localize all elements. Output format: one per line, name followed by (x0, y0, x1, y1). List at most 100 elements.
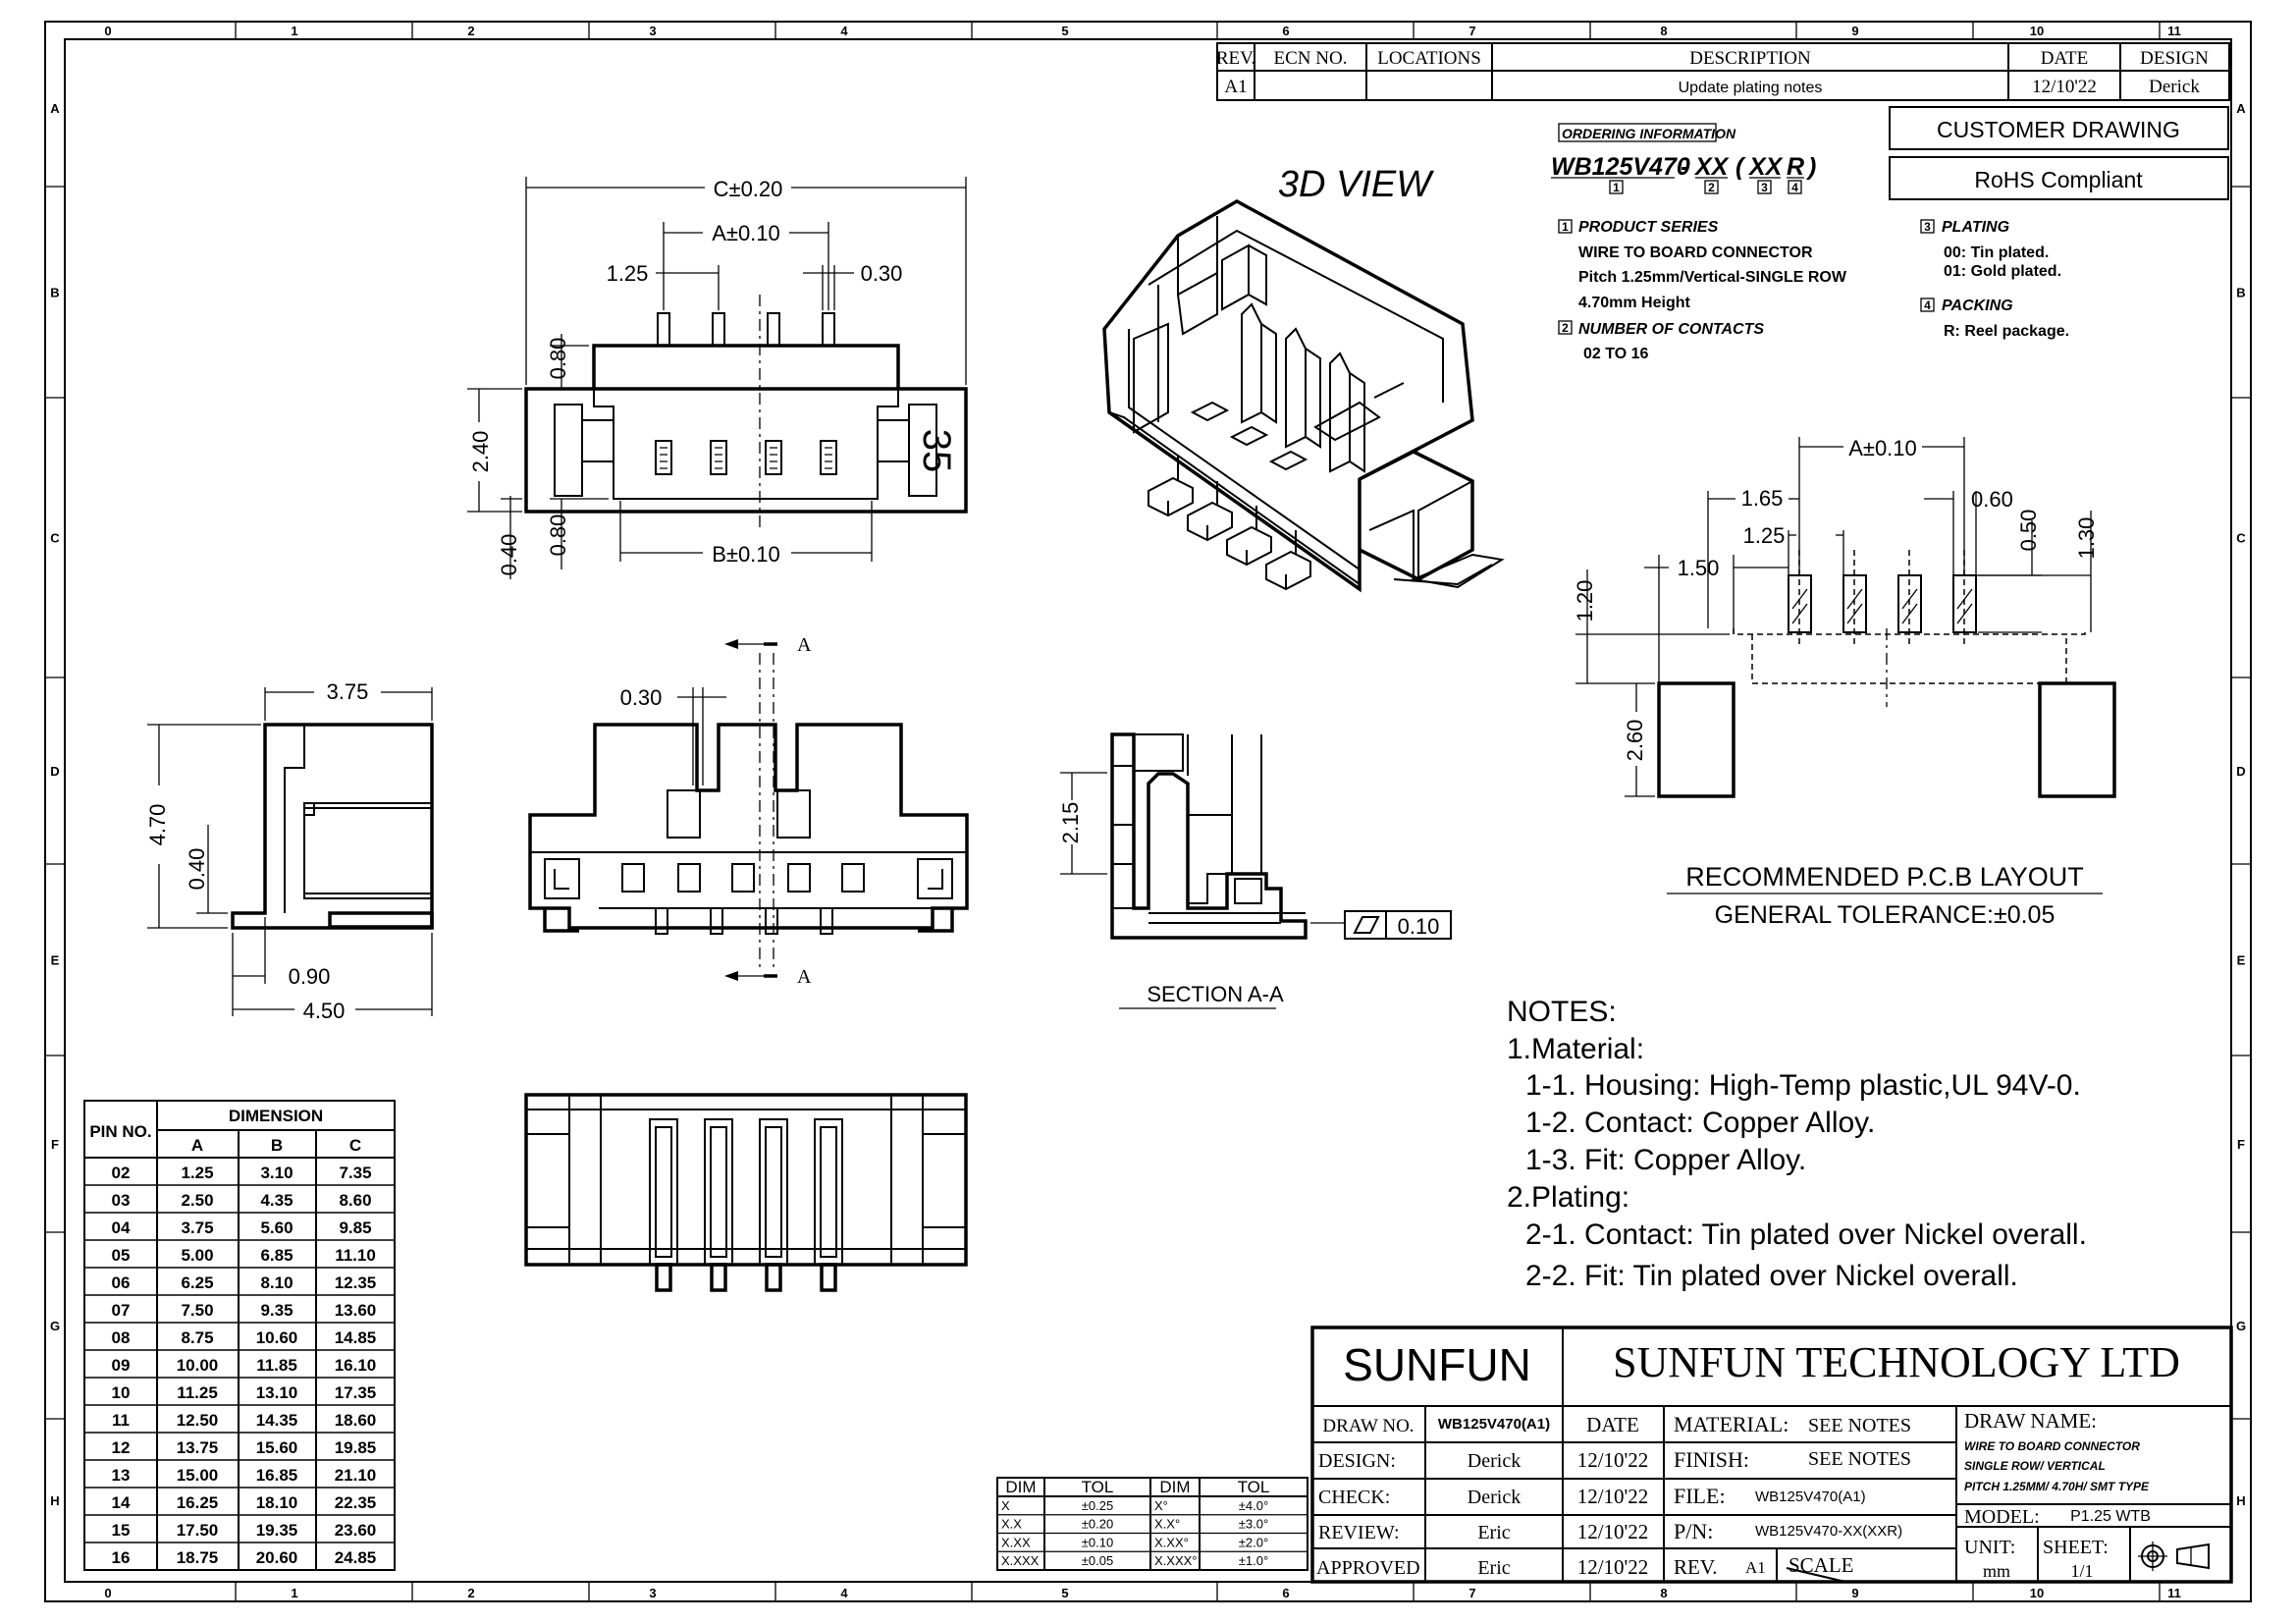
rohs-stamp: RoHS Compliant (1889, 156, 2229, 200)
dimension-table-cell: 9.35 (260, 1301, 293, 1320)
dim-0-80-bottom: 0.80 (546, 514, 570, 557)
zone-number-top: 4 (840, 24, 848, 38)
zone-number-top: 3 (649, 24, 656, 38)
contacts-title: NUMBER OF CONTACTS (1578, 321, 1764, 338)
tolerance-table-cell: ±0.20 (1082, 1517, 1113, 1532)
pin-no-header: PIN NO. (89, 1122, 151, 1141)
dimension-table-cell: 16.10 (335, 1356, 377, 1375)
dimension-table-cell: 11.25 (177, 1383, 218, 1402)
dimension-table-cell: 2.50 (181, 1191, 213, 1210)
ordering-paren-open: ( (1735, 153, 1746, 181)
dim-col-header-c: C (349, 1136, 361, 1155)
dimension-table-cell: 10.60 (256, 1328, 298, 1347)
packing-value: R: Reel package. (1944, 323, 2069, 340)
notes: NOTES: 1.Material: 1-1. Housing: High-Te… (1507, 996, 2087, 1292)
dimension-table-cell: 13.60 (335, 1301, 377, 1320)
flatness-value: 0.10 (1398, 914, 1440, 939)
pcb-dim-1-50: 1.50 (1678, 556, 1720, 580)
zone-letter-right: C (2236, 531, 2246, 546)
dimension-table-cell: 12 (112, 1438, 131, 1457)
dimension-table-cell: 15 (112, 1521, 131, 1540)
zone-number-bottom: 9 (1851, 1586, 1858, 1600)
dimension-table-cell: 10.00 (177, 1356, 219, 1375)
dimension-table-cell: 8.75 (181, 1328, 213, 1347)
dimension-table-cell: 10 (112, 1383, 131, 1402)
zone-number-top: 5 (1061, 24, 1068, 38)
pn-value: WB125V470-XX(XXR) (1755, 1523, 1902, 1540)
dimension-table-cell: 3.75 (181, 1218, 213, 1237)
rev-value: A1 (1745, 1558, 1766, 1577)
tolerance-header-cell: TOL (1238, 1478, 1270, 1496)
dimension-table-cell: 7.50 (181, 1301, 213, 1320)
dimension-table-cell: 15.60 (256, 1438, 298, 1457)
rev-header-design: DESIGN (2140, 48, 2209, 69)
approved-label: APPROVED (1316, 1557, 1420, 1579)
rev-header-locations: LOCATIONS (1377, 48, 1481, 69)
tolerance-table-cell: X.XXX° (1154, 1553, 1198, 1568)
notes-line-3: 1-2. Contact: Copper Alloy. (1525, 1107, 1875, 1139)
rev-header-ecn: ECN NO. (1274, 48, 1348, 69)
zone-number-top: 0 (104, 24, 111, 38)
plating-title: PLATING (1942, 219, 2009, 236)
section-view: 2.15 0.10 SECTION A-A (1058, 732, 1452, 1009)
zone-letter-left: C (50, 531, 60, 546)
zone-number-bottom: 3 (649, 1586, 656, 1600)
dimension-table-cell: 20.60 (256, 1548, 298, 1567)
dim-0-40: 0.40 (497, 534, 521, 576)
dimension-table-cell: 9.85 (339, 1218, 371, 1237)
section-arrow-a-top: A (797, 634, 812, 656)
isometric-view (1102, 198, 1505, 593)
dimension-table-cell: 04 (112, 1218, 131, 1237)
packing-title: PACKING (1942, 298, 2013, 314)
ordering-index-2: 2 (1708, 181, 1715, 194)
dimension-table-cell: 12.50 (177, 1411, 219, 1430)
dim-a-top: A±0.10 (712, 221, 780, 245)
check-value: Derick (1468, 1487, 1521, 1508)
zone-number-bottom: 8 (1660, 1586, 1667, 1600)
dimension-table-cell: 3.10 (260, 1164, 293, 1182)
tolerance-table-cell: ±0.10 (1082, 1535, 1113, 1549)
zone-letter-left: D (50, 764, 59, 779)
dimension-group-header: DIMENSION (229, 1107, 323, 1125)
dimension-table-cell: 8.60 (339, 1191, 371, 1210)
contacts-value: 02 TO 16 (1583, 346, 1649, 362)
zone-letter-left: F (51, 1137, 59, 1152)
ordering-index-4: 4 (1791, 181, 1798, 194)
dimension-table-cell: 16.25 (177, 1493, 219, 1512)
contacts-index: 2 (1562, 321, 1569, 335)
dimension-table-cell: 21.10 (335, 1466, 377, 1485)
plating-index: 3 (1924, 220, 1931, 234)
dim-pitch: 1.25 (607, 261, 649, 286)
dimension-table-cell: 17.35 (335, 1383, 377, 1402)
zone-letter-left: H (50, 1493, 59, 1508)
zone-letter-right: B (2236, 286, 2245, 300)
dimension-table-cell: 22.35 (335, 1493, 377, 1512)
sheet-label: SHEET: (2043, 1537, 2109, 1558)
dimension-table-cell: 16 (112, 1548, 131, 1567)
tolerance-table-cell: X° (1154, 1498, 1168, 1513)
zone-letter-right: G (2236, 1319, 2246, 1333)
notes-line-1: 1.Material: (1507, 1033, 1644, 1065)
tolerance-table-cell: X (1001, 1498, 1010, 1513)
dimension-table-cell: 09 (112, 1356, 131, 1375)
pcb-layout: A±0.10 1.65 0.60 1.25 0.50 1.30 1.50 1.2… (1573, 436, 2116, 929)
zone-number-top: 7 (1468, 24, 1475, 38)
tolerance-table-cell: ±3.0° (1239, 1517, 1268, 1532)
series-line-3: 4.70mm Height (1578, 295, 1690, 311)
tolerance-table-cell: ±2.0° (1239, 1535, 1268, 1549)
ordering-part-packing: R (1787, 153, 1804, 181)
pn-label: P/N: (1674, 1519, 1713, 1543)
dimension-table-cell: 12.35 (335, 1273, 377, 1292)
review-date: 12/10'22 (1577, 1520, 1649, 1543)
dimension-table-cell: 14 (112, 1493, 131, 1512)
ordering-paren-close: ) (1805, 153, 1816, 181)
dimension-table-cell: 02 (112, 1164, 131, 1182)
rev-value-description: Update plating notes (1679, 80, 1823, 96)
pcb-dim-a: A±0.10 (1848, 436, 1917, 460)
tolerance-header-cell: DIM (1159, 1478, 1190, 1496)
dimension-table-cell: 07 (112, 1301, 131, 1320)
pcb-dim-0-60: 0.60 (1971, 487, 2013, 512)
dim-0-40-side: 0.40 (185, 848, 209, 891)
dimension-table-cell: 18.75 (177, 1548, 219, 1567)
